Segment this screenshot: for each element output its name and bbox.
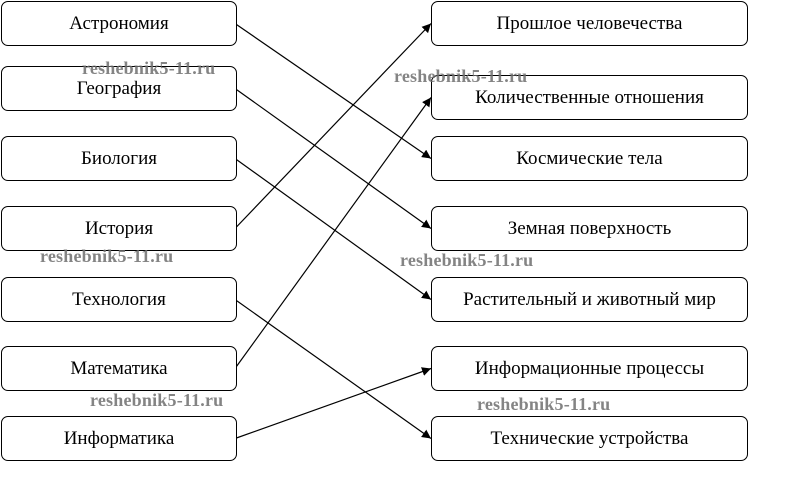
connection-arrow-history-to-human-past [234, 23, 432, 229]
topic-label: Космические тела [516, 147, 663, 169]
subject-box-mathematics: Математика [1, 346, 237, 391]
subject-label: История [84, 217, 154, 239]
subject-box-technology: Технология [1, 277, 237, 322]
topic-label: Прошлое человечества [496, 12, 683, 34]
connection-arrow-technology-to-technical-devices [234, 299, 432, 439]
subject-box-informatics: Информатика [1, 416, 237, 461]
topic-label: Растительный и животный мир [463, 288, 716, 310]
watermark: reshebnik5-11.ru [477, 394, 611, 414]
topic-box-technical-devices: Технические устройства [431, 416, 748, 461]
watermark: reshebnik5-11.ru [82, 58, 216, 78]
subject-label: Информатика [63, 427, 175, 449]
topic-label: Информационные процессы [474, 357, 705, 379]
subject-label: Математика [70, 357, 168, 379]
topic-label: Земная поверхность [507, 217, 672, 239]
subject-label: Технология [72, 288, 166, 310]
subject-label: Астрономия [69, 12, 169, 34]
subject-box-astronomy: Астрономия [1, 1, 237, 46]
connection-arrow-biology-to-flora-fauna [234, 158, 432, 300]
topic-label: Технические устройства [490, 427, 689, 449]
subject-label: Биология [80, 147, 157, 169]
subject-box-geography: География [1, 66, 237, 111]
watermark: reshebnik5-11.ru [40, 246, 174, 266]
topic-box-celestial-bodies: Космические тела [431, 136, 748, 181]
connection-arrow-geography-to-earth-surface [234, 88, 432, 229]
topic-box-earth-surface: Земная поверхность [431, 206, 748, 251]
connection-arrow-astronomy-to-celestial-bodies [234, 23, 432, 159]
topic-box-quantitative-relations: Количественные отношения [431, 75, 748, 120]
subject-box-biology: Биология [1, 136, 237, 181]
topic-label: Количественные отношения [475, 86, 704, 108]
watermark: reshebnik5-11.ru [90, 390, 224, 410]
connection-arrow-mathematics-to-quantitative-relations [234, 97, 432, 369]
topic-box-flora-fauna: Растительный и животный мир [431, 277, 748, 322]
subject-label: География [76, 77, 162, 99]
topic-box-information-processes: Информационные процессы [431, 346, 748, 391]
watermark: reshebnik5-11.ru [400, 250, 534, 270]
connection-arrow-informatics-to-information-processes [234, 367, 432, 440]
topic-box-human-past: Прошлое человечества [431, 1, 748, 46]
subject-box-history: История [1, 206, 237, 251]
watermark: reshebnik5-11.ru [394, 66, 528, 86]
